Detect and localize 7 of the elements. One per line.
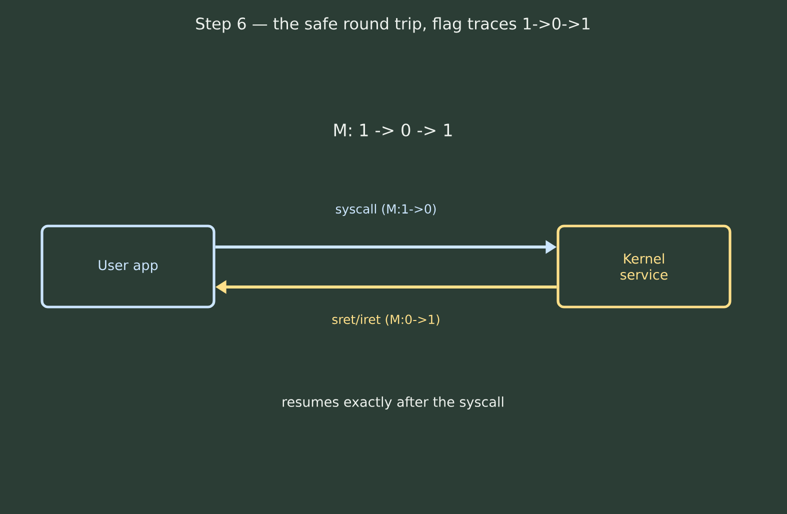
flag-sequence: M: 1 -> 0 -> 1 [334,124,452,136]
process-box: Kernel service [556,224,732,308]
title: Step 6 — the safe round trip, flag traces 1->0->1 [196,17,590,33]
edge-label: syscall (M:1->0) [332,200,440,220]
note-text: resumes exactly after the syscall [282,396,504,410]
edge-label: sret/iret (M:0->1) [328,311,444,329]
process-box: User app [40,224,216,308]
